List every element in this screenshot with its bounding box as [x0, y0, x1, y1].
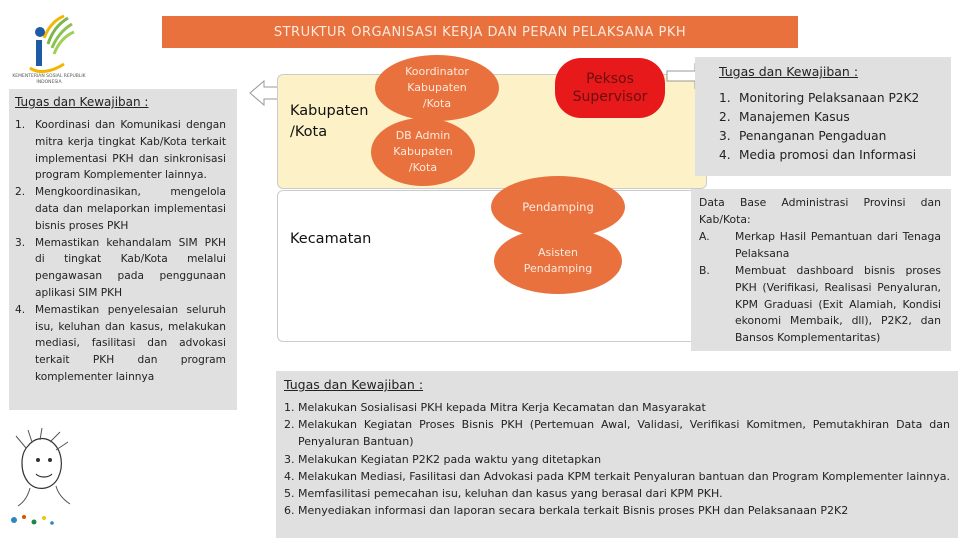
- kecamatan-label: Kecamatan: [290, 231, 372, 247]
- list-item: 1.Melakukan Sosialisasi PKH kepada Mitra…: [284, 401, 706, 414]
- left-tasks-panel: Tugas dan Kewajiban : 1.Koordinasi dan K…: [9, 89, 237, 410]
- koordinator-node: Koordinator Kabupaten /Kota: [375, 55, 499, 121]
- decorative-dots: [11, 515, 54, 525]
- kabupaten-label: Kabupaten /Kota: [290, 103, 369, 140]
- bottom-tasks-list: 1.Melakukan Sosialisasi PKH kepada Mitra…: [284, 399, 950, 519]
- bottom-tasks-panel: Tugas dan Kewajiban : 1.Melakukan Sosial…: [276, 371, 958, 538]
- bottom-tasks-heading: Tugas dan Kewajiban :: [284, 377, 424, 392]
- data-base-intro: Data Base Administrasi Provinsi dan Kab/…: [699, 196, 941, 226]
- caricature-sketch: [15, 428, 71, 507]
- list-item: 3.Memastikan kehandalam SIM PKH di tingk…: [15, 236, 226, 299]
- list-item: B. Membuat dashboard bisnis proses PKH (…: [699, 264, 941, 345]
- kecamatan-level-box: Kecamatan: [277, 190, 707, 342]
- right-tasks-list: 1.Monitoring Pelaksanaan P2K2 2.Manajeme…: [719, 89, 945, 165]
- list-item: 6.Menyediakan informasi dan laporan seca…: [284, 504, 849, 518]
- asisten-pendamping-node: Asisten Pendamping: [494, 228, 622, 294]
- db-admin-node: DB Admin Kabupaten /Kota: [371, 118, 475, 186]
- logo-emblem: [8, 14, 88, 94]
- list-item: 4.Melakukan Mediasi, Fasilitasi dan Advo…: [284, 469, 950, 483]
- list-item: 1.Koordinasi dan Komunikasi dengan mitra…: [15, 119, 226, 182]
- right-tasks-panel: Tugas dan Kewajiban : 1.Monitoring Pelak…: [695, 57, 951, 176]
- list-item: 2.Manajemen Kasus: [719, 110, 850, 124]
- list-item: 1.Monitoring Pelaksanaan P2K2: [719, 91, 920, 105]
- list-item: 3.Penanganan Pengaduan: [719, 129, 887, 143]
- list-item: A. Merkap Hasil Pemantuan dari Tenaga Pe…: [699, 230, 941, 260]
- data-base-panel: Data Base Administrasi Provinsi dan Kab/…: [691, 189, 951, 351]
- list-item: 4.Media promosi dan Informasi: [719, 148, 917, 162]
- pendamping-node: Pendamping: [491, 176, 625, 238]
- peksos-supervisor-node: Peksos Supervisor: [555, 58, 665, 118]
- left-tasks-list: 1.Koordinasi dan Komunikasi dengan mitra…: [15, 117, 226, 386]
- logo-caption: KEMENTERIAN SOSIAL REPUBLIK INDONESIA: [12, 74, 86, 85]
- list-item: 3.Melakukan Kegiatan P2K2 pada waktu yan…: [284, 452, 602, 466]
- list-item: 2.Melakukan Kegiatan Proses Bisnis PKH (…: [284, 418, 950, 449]
- list-item: 4.Memastikan penyelesaian seluruh isu, k…: [15, 303, 226, 383]
- page-title: STRUKTUR ORGANISASI KERJA DAN PERAN PELA…: [273, 24, 687, 40]
- page-title-bar: STRUKTUR ORGANISASI KERJA DAN PERAN PELA…: [162, 16, 798, 48]
- right-tasks-heading: Tugas dan Kewajiban :: [719, 64, 859, 79]
- left-tasks-heading: Tugas dan Kewajiban :: [15, 95, 149, 109]
- list-item: 2.Mengkoordinasikan, mengelola data dan …: [15, 186, 226, 232]
- list-item: 5.Memfasilitasi pemecahan isu, keluhan d…: [284, 487, 723, 501]
